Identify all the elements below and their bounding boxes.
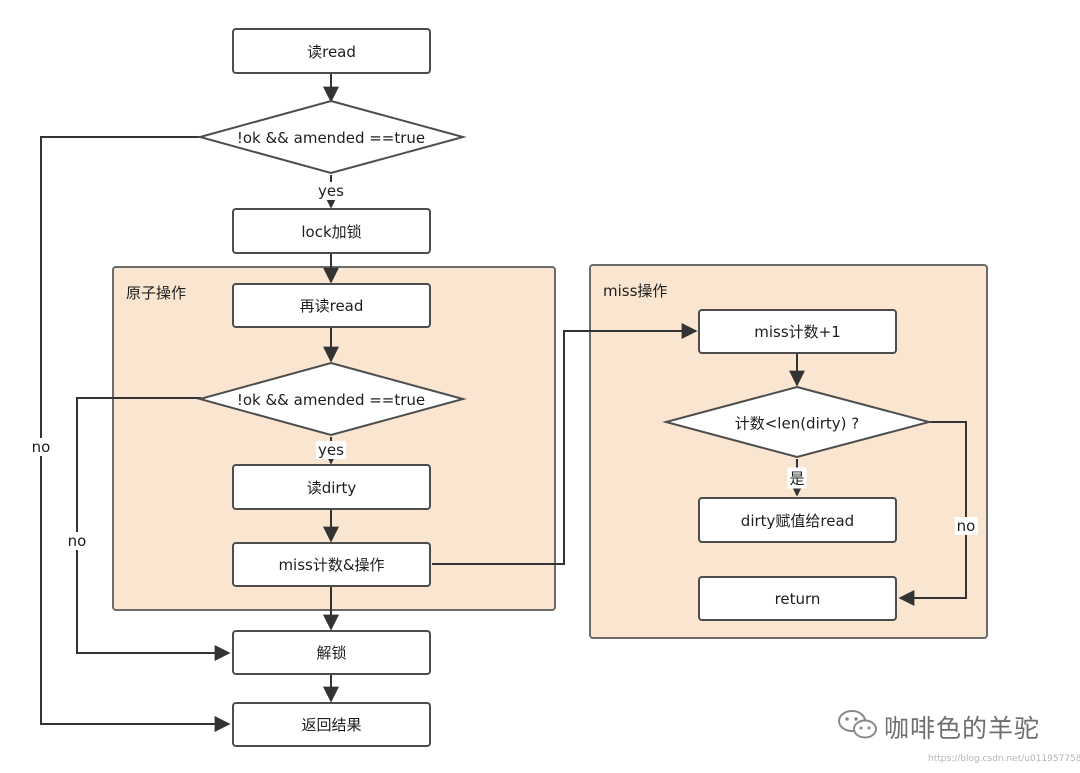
node-return-result-label: 返回结果: [301, 716, 362, 734]
atomic-operation-title: 原子操作: [126, 284, 187, 302]
edge-misscount-to-missinc: [432, 323, 698, 565]
edge-label-yes-3: 是: [787, 467, 807, 489]
node-reread: 再读read: [232, 283, 431, 328]
decision-diamond-3: [662, 385, 933, 459]
edge-label-yes-1: yes: [316, 182, 346, 200]
decision-1-label: !ok && amended ==true: [236, 129, 426, 147]
node-return-result: 返回结果: [232, 702, 431, 747]
edge-label-no-3: no: [954, 517, 978, 535]
node-unlock: 解锁: [232, 630, 431, 675]
decision-3-label: 计数<len(dirty) ?: [734, 414, 860, 433]
node-lock-label: lock加锁: [301, 222, 362, 241]
node-read-dirty-label: 读dirty: [306, 478, 357, 497]
node-unlock-label: 解锁: [316, 644, 347, 662]
decision-2-label: !ok && amended ==true: [236, 391, 426, 409]
node-return-label: return: [774, 589, 821, 608]
node-miss-inc-label: miss计数+1: [754, 323, 841, 341]
watermark-url: https://blog.csdn.net/u011957758: [928, 754, 1080, 764]
edge-check2-no-to-unlock: [76, 397, 231, 661]
node-lock: lock加锁: [232, 208, 431, 254]
node-return: return: [698, 576, 897, 621]
node-miss-count-op-label: miss计数&操作: [278, 556, 385, 574]
node-miss-count-op: miss计数&操作: [232, 542, 431, 587]
node-reread-label: 再读read: [299, 297, 364, 315]
edge-check3-no-to-return: [898, 421, 967, 606]
watermark-text: 咖啡色的羊驼: [884, 714, 1041, 743]
node-dirty-to-read-label: dirty赋值给read: [740, 511, 855, 530]
wechat-logo-icon: [838, 710, 877, 739]
edge-check1-no-to-result: [40, 136, 231, 732]
edge-label-no-2: no: [65, 532, 89, 550]
decision-diamond-2: [196, 361, 467, 437]
node-read: 读read: [232, 28, 431, 74]
miss-operation-title: miss操作: [603, 282, 668, 300]
node-read-label: 读read: [307, 42, 356, 61]
node-dirty-to-read: dirty赋值给read: [698, 497, 897, 543]
node-miss-inc: miss计数+1: [698, 309, 897, 354]
decision-diamond-1: [196, 99, 467, 175]
edge-label-yes-2: yes: [316, 441, 346, 459]
node-read-dirty: 读dirty: [232, 464, 431, 510]
edge-label-no-1: no: [29, 438, 53, 456]
